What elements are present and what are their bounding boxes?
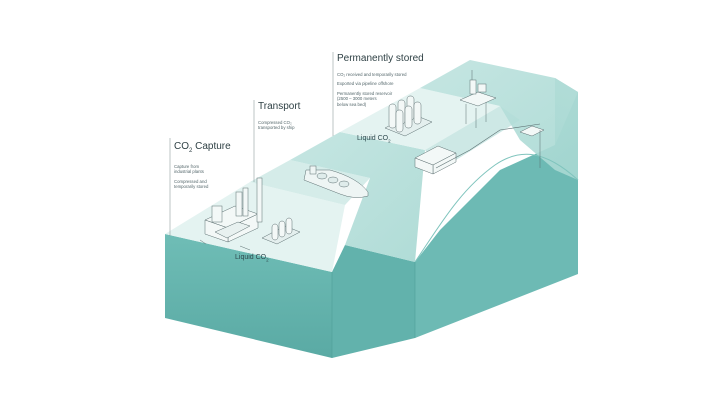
pipeline [435,123,541,169]
stage-stored-line-3: Permanently stored reservoir (2500 – 300… [337,90,393,107]
stage-stored: Permanently stored CO₂ received and temp… [337,53,424,111]
stage-capture: CO2 Capture Capture from industrial plan… [174,141,231,194]
stage-stored-line-2: Exported via pipeline offshore [337,81,394,87]
stage-stored-title: Permanently stored [337,53,424,64]
stage-capture-line-1: Capture from industrial plants [174,164,204,175]
offshore-platform-icon [459,70,497,128]
stage-transport: Transport Compressed CO₂ transported by … [258,101,300,135]
ship-icon [303,165,369,198]
block-front-sea [332,245,415,358]
seabed-curve [414,153,579,263]
industrial-plant-icon [199,177,263,251]
stage-capture-line-2: Compressed and temporarily stored [174,178,209,190]
subsea-template-icon [519,125,545,137]
liquid-co2-label-terminal: Liquid CO2 [357,135,391,144]
offshore-water [420,60,578,180]
terminal-storage-tanks-icon [384,95,433,137]
liquid-co2-label-capture: Liquid CO2 [235,254,269,263]
block-front-land [165,234,332,358]
stage-capture-title: CO2 Capture [174,141,231,154]
capture-storage-tanks-icon [261,217,301,245]
stage-transport-line-1: Compressed CO₂ transported by ship [258,120,295,131]
stage-transport-title: Transport [258,101,301,112]
sea-surface-transport [290,132,425,262]
stage-stored-line-1: CO₂ received and temporarily stored [337,72,407,77]
